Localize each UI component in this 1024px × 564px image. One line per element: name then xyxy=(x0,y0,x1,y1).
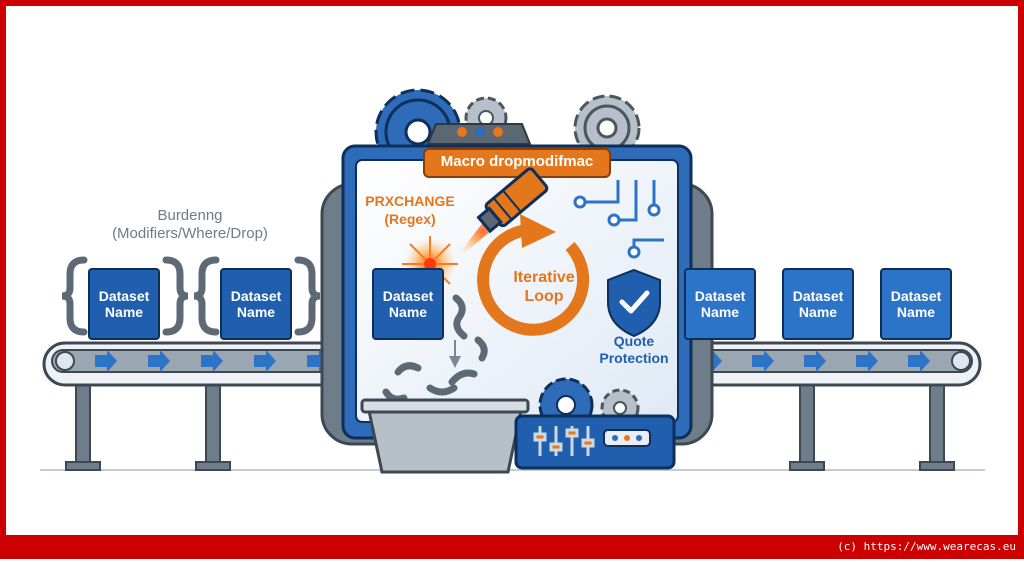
dataset-label-line1: Dataset xyxy=(792,288,844,304)
copyright-footer: (c) https://www.wearecas.eu xyxy=(837,540,1016,553)
left-conveyor-belt xyxy=(42,341,346,387)
macro-title: Macro dropmodifmac xyxy=(440,153,594,170)
dataset-label-line1: Dataset xyxy=(230,288,282,304)
dataset-label-line2: Name xyxy=(388,304,428,320)
quote-protection-line1: Quote xyxy=(613,333,655,349)
status-lights-panel xyxy=(426,123,532,145)
burden-label-line2: (Modifiers/Where/Drop) xyxy=(112,225,268,242)
dataset-label-line2: Name xyxy=(896,304,936,320)
dataset-label-line2: Name xyxy=(104,304,144,320)
shield-check-icon xyxy=(607,268,661,338)
red-border-right xyxy=(1018,0,1024,559)
prxchange-label-line2: (Regex) xyxy=(384,211,436,227)
bracket-fragments xyxy=(382,294,488,403)
bin-icon xyxy=(360,398,530,474)
quote-protection-line2: Protection xyxy=(599,350,669,366)
dataset-label-line1: Dataset xyxy=(98,288,150,304)
iterative-loop-label: Iterative Loop xyxy=(496,268,592,306)
dataset-label-line1: Dataset xyxy=(890,288,942,304)
laser-nozzle-icon xyxy=(402,167,549,292)
quote-protection-label: Quote Protection xyxy=(582,333,686,367)
dataset-label-line2: Name xyxy=(236,304,276,320)
burden-label-line1: Burdenng xyxy=(157,207,223,224)
indicator-lights xyxy=(603,429,651,447)
iterative-loop-line1: Iterative xyxy=(513,269,575,286)
prxchange-label: PRXCHANGE (Regex) xyxy=(350,192,470,228)
iterative-loop-line2: Loop xyxy=(524,288,564,305)
red-border xyxy=(0,0,1024,6)
gear-icon xyxy=(573,94,641,162)
circuit-icon xyxy=(573,180,664,259)
red-footer-bar xyxy=(0,535,1024,559)
right-conveyor-belt xyxy=(678,341,982,387)
dataset-label-line1: Dataset xyxy=(694,288,746,304)
loop-arrow-icon xyxy=(477,214,590,336)
burden-label: Burdenng (Modifiers/Where/Drop) xyxy=(90,207,290,243)
slider-controls-icon xyxy=(533,426,595,456)
prxchange-label-line1: PRXCHANGE xyxy=(365,193,455,209)
dataset-label-line2: Name xyxy=(700,304,740,320)
dataset-label-line1: Dataset xyxy=(382,288,434,304)
red-border-left xyxy=(0,0,6,559)
dataset-label-line2: Name xyxy=(798,304,838,320)
